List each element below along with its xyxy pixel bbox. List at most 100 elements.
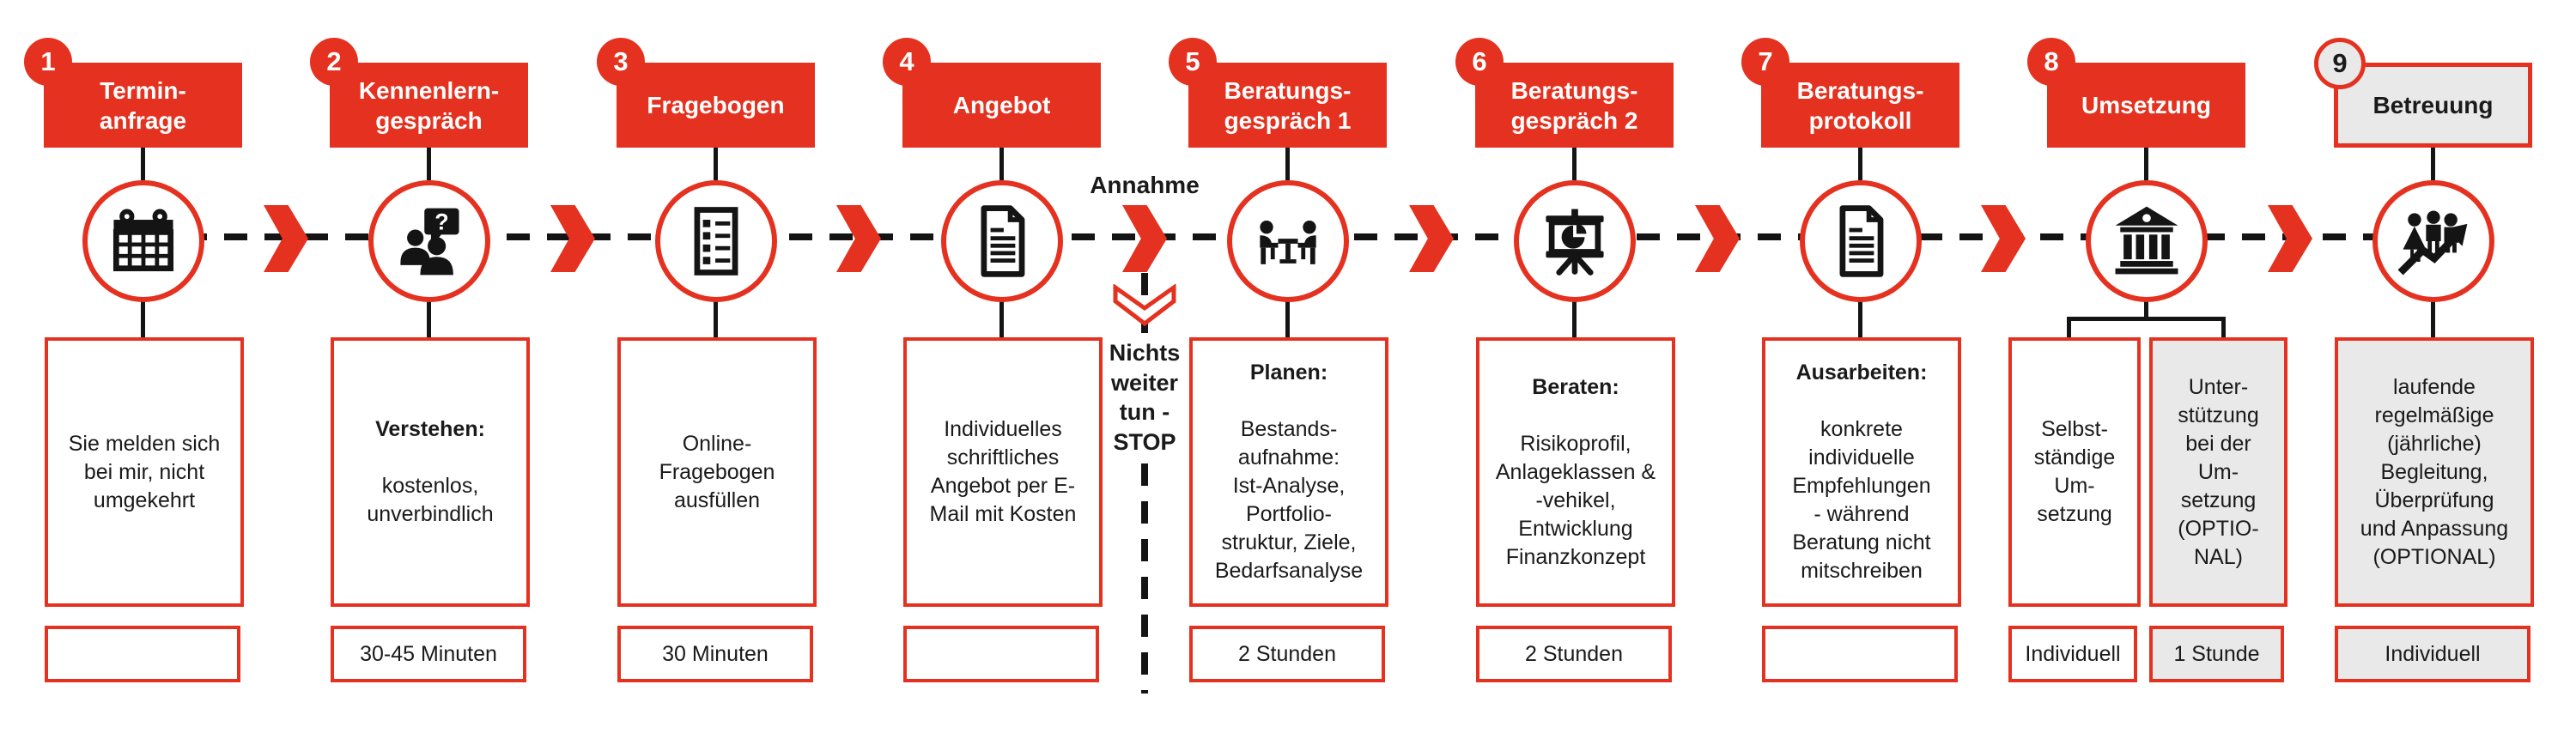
- calendar-icon: [112, 209, 174, 272]
- connector-line: [714, 300, 718, 337]
- description-box: Sie melden sich bei mir, nicht umgekehrt: [45, 337, 244, 607]
- annahme-label: Annahme: [1090, 172, 1200, 198]
- step-column-1: 1 Termin- anfrage Sie melden sich bei mi…: [0, 0, 286, 745]
- description-box: Planen: Bestands- aufnahme: Ist-Analyse,…: [1189, 337, 1388, 607]
- step-number-badge: 2: [310, 38, 358, 86]
- step-title: Beratungs- protokoll: [1761, 63, 1959, 148]
- duration-box: 30 Minuten: [617, 626, 813, 682]
- duration-box: [45, 626, 240, 682]
- description-heading: Verstehen:: [375, 417, 485, 441]
- step-number-badge: 3: [597, 38, 645, 86]
- connector-line: [1285, 300, 1290, 337]
- connector-line: [1572, 148, 1577, 180]
- connector-line: [2144, 148, 2148, 180]
- stop-branch-dashed-line: [1141, 273, 1148, 335]
- step-column-7: 7 Beratungs- protokoll Ausarbeiten: konk…: [1717, 0, 2003, 745]
- step-number-badge: 5: [1169, 38, 1217, 86]
- people-question-icon: ?: [400, 208, 459, 276]
- meeting-icon: [1260, 221, 1316, 264]
- step-title: Fragebogen: [617, 63, 815, 148]
- description-box: Beraten: Risikoprofil, Anlageklassen & -…: [1476, 337, 1675, 607]
- step-icon-circle: [941, 180, 1063, 302]
- description-text: Sie melden sich bei mir, nicht umgekehrt: [68, 431, 221, 512]
- duration-box: 2 Stunden: [1189, 626, 1385, 682]
- description-text: Risikoprofil, Anlageklassen & -vehikel, …: [1495, 431, 1656, 569]
- connector-line: [1285, 148, 1290, 180]
- document-icon: [981, 205, 1025, 277]
- connector-line: [427, 148, 431, 180]
- duration-box: [1762, 626, 1958, 682]
- connector-line: [999, 300, 1004, 337]
- step-number-badge: 8: [2027, 38, 2075, 86]
- step-icon-circle: ?: [368, 180, 490, 302]
- connector-line: [2431, 148, 2435, 180]
- step-title: Umsetzung: [2047, 63, 2245, 148]
- svg-text:?: ?: [434, 209, 448, 235]
- connector-line: [1572, 300, 1577, 337]
- description-heading: Planen:: [1249, 360, 1328, 385]
- connector-line: [141, 300, 145, 337]
- stop-label: Nichts weiter tun - STOP: [1109, 340, 1181, 455]
- connector-line: [427, 300, 431, 337]
- branch-connector: [2067, 317, 2071, 338]
- step-title: Angebot: [902, 63, 1101, 148]
- description-text: Unter- stützung bei der Um- setzung (OPT…: [2178, 374, 2259, 569]
- branch-connector: [2067, 317, 2226, 321]
- description-heading: Ausarbeiten:: [1795, 360, 1928, 385]
- description-box-optional: Unter- stützung bei der Um- setzung (OPT…: [2149, 337, 2287, 607]
- description-text: Individuelles schriftliches Angebot per …: [929, 417, 1077, 526]
- branch-connector: [2221, 317, 2226, 338]
- duration-box: 2 Stunden: [1476, 626, 1672, 682]
- step-title: Termin- anfrage: [44, 63, 242, 148]
- description-box: Selbst- ständige Um- setzung: [2008, 337, 2141, 607]
- duration-box-optional: 1 Stunde: [2149, 626, 2284, 682]
- document-icon: [1839, 205, 1884, 277]
- connector-line: [141, 148, 145, 180]
- step-number-badge: 1: [24, 38, 72, 86]
- description-box-optional: laufende regelmäßige (jährliche) Begleit…: [2335, 337, 2534, 607]
- description-box: Ausarbeiten: konkrete individuelle Empfe…: [1762, 337, 1961, 607]
- step-column-9: 9 Betreuung laufende rege: [2290, 0, 2576, 745]
- step-number-badge: 9: [2314, 38, 2366, 89]
- chevron-down-icon: [1112, 284, 1177, 329]
- step-column-4: 4 Angebot Individuelles schriftliches An…: [859, 0, 1145, 745]
- description-box: Online- Fragebogen ausfüllen: [617, 337, 817, 607]
- step-icon-circle: [1514, 180, 1636, 302]
- step-icon-circle: [1800, 180, 1922, 302]
- presentation-icon: [1546, 209, 1604, 276]
- step-number-badge: 7: [1741, 38, 1789, 86]
- connector-line: [2431, 300, 2435, 337]
- duration-box-optional: Individuell: [2335, 626, 2530, 682]
- people-growth-icon: [2397, 210, 2468, 276]
- connector-line: [999, 148, 1004, 180]
- description-text: Online- Fragebogen ausfüllen: [659, 431, 775, 512]
- step-title: Beratungs- gespräch 1: [1188, 63, 1387, 148]
- description-text: laufende regelmäßige (jährliche) Begleit…: [2360, 374, 2509, 569]
- step-number-badge: 4: [883, 38, 931, 86]
- connector-line: [1858, 148, 1862, 180]
- step-icon-circle: [655, 180, 777, 302]
- step-icon-circle: [82, 180, 204, 302]
- step-title: Kennenlern- gespräch: [330, 63, 528, 148]
- bank-icon: [2115, 206, 2178, 275]
- duration-box: Individuell: [2008, 626, 2137, 682]
- connector-line: [714, 148, 718, 180]
- step-column-3: 3 Fragebogen Online- Fragebogen ausfülle…: [573, 0, 859, 745]
- description-box: Individuelles schriftliches Angebot per …: [903, 337, 1103, 607]
- step-icon-circle: [2086, 180, 2208, 302]
- step-column-2: 2 Kennenlern- gespräch ? Verstehen: kost…: [286, 0, 572, 745]
- step-column-6: 6 Beratungs- gespräch 2 Beraten: Risikop…: [1431, 0, 1717, 745]
- description-text: Bestands- aufnahme: Ist-Analyse, Portfol…: [1214, 417, 1364, 583]
- step-title: Beratungs- gespräch 2: [1475, 63, 1674, 148]
- description-heading: Beraten:: [1532, 374, 1619, 399]
- step-title: Betreuung: [2334, 63, 2532, 148]
- description-text: konkrete individuelle Empfehlungen - wäh…: [1792, 417, 1931, 583]
- description-text: kostenlos, unverbindlich: [367, 474, 494, 526]
- connector-line: [1858, 300, 1862, 337]
- duration-box: 30-45 Minuten: [331, 626, 526, 682]
- description-box: Verstehen: kostenlos, unverbindlich: [331, 337, 530, 607]
- duration-box: [903, 626, 1099, 682]
- step-number-badge: 6: [1455, 38, 1504, 86]
- step-icon-circle: [2372, 180, 2494, 302]
